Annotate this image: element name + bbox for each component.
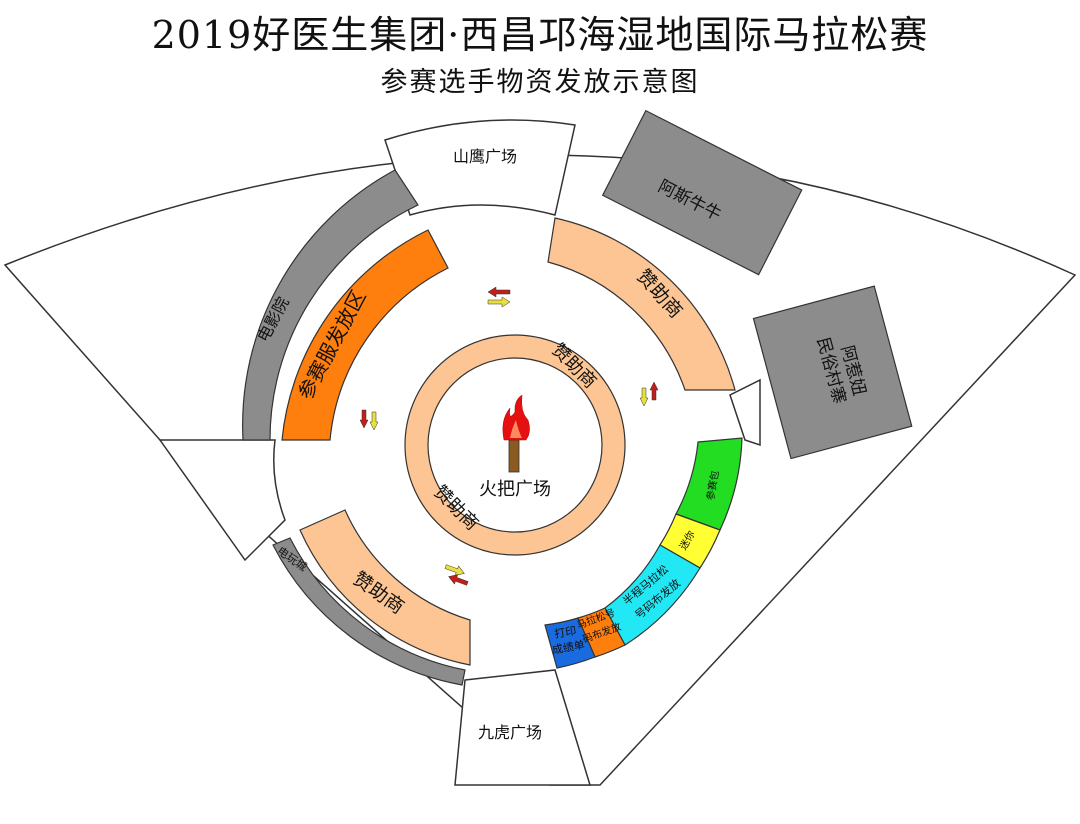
- jiuhu-plaza-label: 九虎广场: [478, 723, 542, 742]
- print-label: 打印: [553, 623, 577, 641]
- page-title: 2019好医生集团·西昌邛海湿地国际马拉松赛: [151, 13, 929, 57]
- print-sub-label: 成绩单: [551, 638, 586, 657]
- arrow-pair-bottom: [444, 564, 469, 586]
- arrow-pair-right: [639, 381, 659, 407]
- torch-plaza-label: 火把广场: [479, 479, 551, 500]
- print-zone: [544, 617, 596, 669]
- arcade-zone: [272, 537, 466, 686]
- torch-icon: [502, 394, 530, 473]
- apparel-zone: [281, 229, 449, 441]
- arrow-pair-top: [487, 286, 511, 308]
- cinema-zone: [242, 169, 419, 441]
- sponsor-zone-top-right: [547, 217, 736, 391]
- sponsor-zone-bottom-left: [299, 509, 471, 666]
- arrow-pair-left: [359, 409, 379, 431]
- folk-village-building: [752, 285, 913, 460]
- corridor-top: [384, 119, 576, 216]
- page-subtitle: 参赛选手物资发放示意图: [380, 67, 700, 98]
- corridor-bottom: [454, 669, 592, 786]
- shanying-plaza-label: 山鹰广场: [453, 147, 517, 166]
- corridor-left: [158, 439, 286, 562]
- asiniuniu-building: [601, 109, 803, 276]
- corridor-right: [729, 378, 761, 447]
